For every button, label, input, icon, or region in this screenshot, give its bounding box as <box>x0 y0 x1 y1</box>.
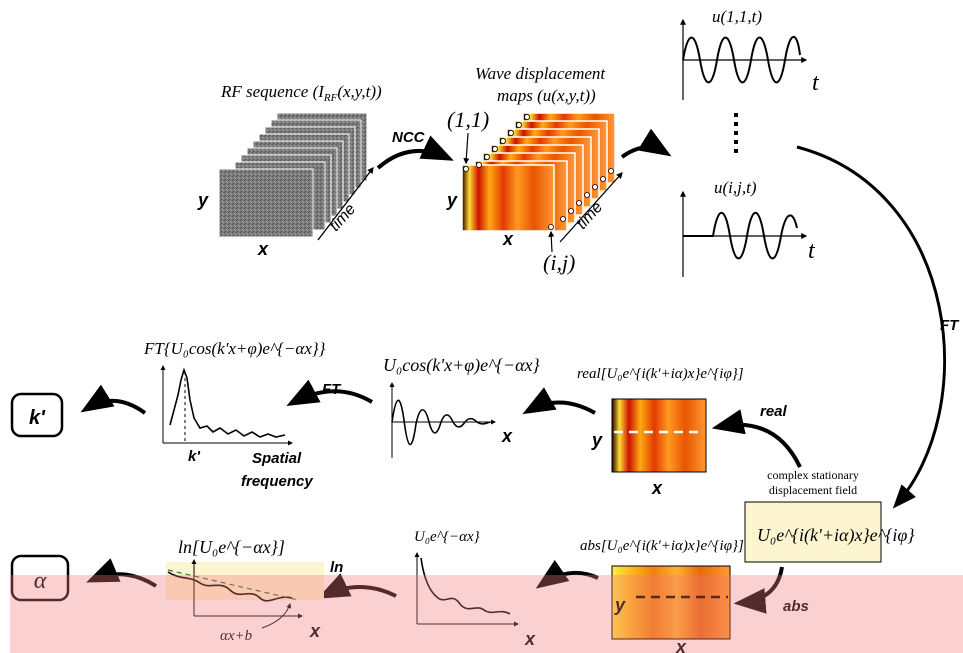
real-map-x-label: x <box>651 478 663 498</box>
ft-right-label: FT <box>940 317 960 334</box>
wave-x-label: x <box>502 229 514 249</box>
rf-y-label: y <box>197 190 209 210</box>
uij-waveform <box>683 212 798 260</box>
ln-x-label: x <box>309 621 321 641</box>
spatial-freq-line1: Spatial <box>252 450 302 467</box>
exp-x-label: x <box>524 629 536 649</box>
point-11-label: (1,1) <box>447 107 489 132</box>
uij-title: u(i,j,t) <box>714 178 757 197</box>
ncc-label: NCC <box>392 129 426 146</box>
ln-arrow <box>317 573 397 599</box>
complex-field-formula: U₀e^{i(k'+iα)x}e^{iφ} <box>757 525 915 546</box>
ft-spectrum-title: FT{U₀cos(k'x+φ)e^{−αx}} <box>143 339 326 358</box>
k-box-label: k' <box>29 407 46 429</box>
t-axis-label-bottom: t <box>808 238 816 264</box>
k-peak-label: k' <box>188 448 200 465</box>
ft-mid-label: FT <box>322 381 342 398</box>
abs-map-x-label: x <box>675 637 687 653</box>
cos-waveform <box>391 399 491 446</box>
abs-map-title: abs[U₀e^{i(k'+iα)x}e^{iφ}] <box>580 538 744 554</box>
spectrum-curve <box>169 367 286 438</box>
real-to-cos-arrow <box>522 387 596 415</box>
rf-title: RF sequence (IRF(x,y,t)) <box>220 82 382 104</box>
abs-to-exp-arrow <box>535 559 599 589</box>
u11-waveform <box>682 35 801 84</box>
ft-mid-arrow <box>286 379 374 407</box>
abs-map-y-label: y <box>614 595 626 615</box>
point-ij-arrow <box>548 230 555 253</box>
wave-title-line1: Wave displacement <box>475 64 606 83</box>
real-map <box>611 398 707 473</box>
wave-time-arrow <box>559 172 623 243</box>
real-map-title: real[U₀e^{i(k'+iα)x}e^{iφ}] <box>577 366 744 382</box>
real-map-y-label: y <box>591 430 603 450</box>
complex-field-box <box>744 501 882 563</box>
to-k-arrow <box>80 384 147 415</box>
alpha-box-label: α <box>34 568 47 594</box>
ln-title: ln[U₀e^{−αx}] <box>178 537 285 557</box>
real-arrow-label: real <box>760 403 788 420</box>
rf-sequence-stack <box>218 112 368 238</box>
fit-label-arrow <box>261 603 292 629</box>
k-box <box>10 392 64 438</box>
u11-title: u(1,1,t) <box>712 7 762 26</box>
signals-arrow <box>620 128 672 159</box>
rf-time-arrow <box>317 166 374 241</box>
ln-curve <box>167 571 293 602</box>
point-11-arrow <box>463 132 470 165</box>
fit-label: αx+b <box>220 628 253 644</box>
wave-y-label: y <box>446 190 458 210</box>
exp-curve <box>420 557 511 615</box>
abs-arrow <box>733 566 784 614</box>
ellipsis-dots <box>734 113 738 153</box>
abs-map <box>611 565 731 640</box>
ln-arrow-label: ln <box>330 559 343 576</box>
ln-fit-line <box>167 569 299 601</box>
abs-arrow-label: abs <box>783 598 809 615</box>
complex-field-line1: complex stationary <box>767 468 859 482</box>
t-axis-label-top: t <box>812 70 820 96</box>
real-arrow <box>711 409 802 468</box>
spatial-freq-line2: frequency <box>241 473 313 490</box>
exp-title: U₀e^{−αx} <box>414 529 480 545</box>
cos-title: U₀cos(k'x+φ)e^{−αx} <box>383 355 541 376</box>
ncc-arrow <box>376 135 454 170</box>
to-alpha-arrow <box>86 558 158 588</box>
wave-displacement-stack <box>461 112 616 232</box>
cos-x-label: x <box>501 426 513 446</box>
rf-x-label: x <box>257 239 269 259</box>
point-ij-label: (i,j) <box>543 250 575 275</box>
complex-field-line2: displacement field <box>769 483 857 497</box>
wave-title-line2: maps (u(x,y,t)) <box>497 86 596 105</box>
alpha-box <box>10 554 70 602</box>
ft-right-arrow <box>796 145 946 509</box>
